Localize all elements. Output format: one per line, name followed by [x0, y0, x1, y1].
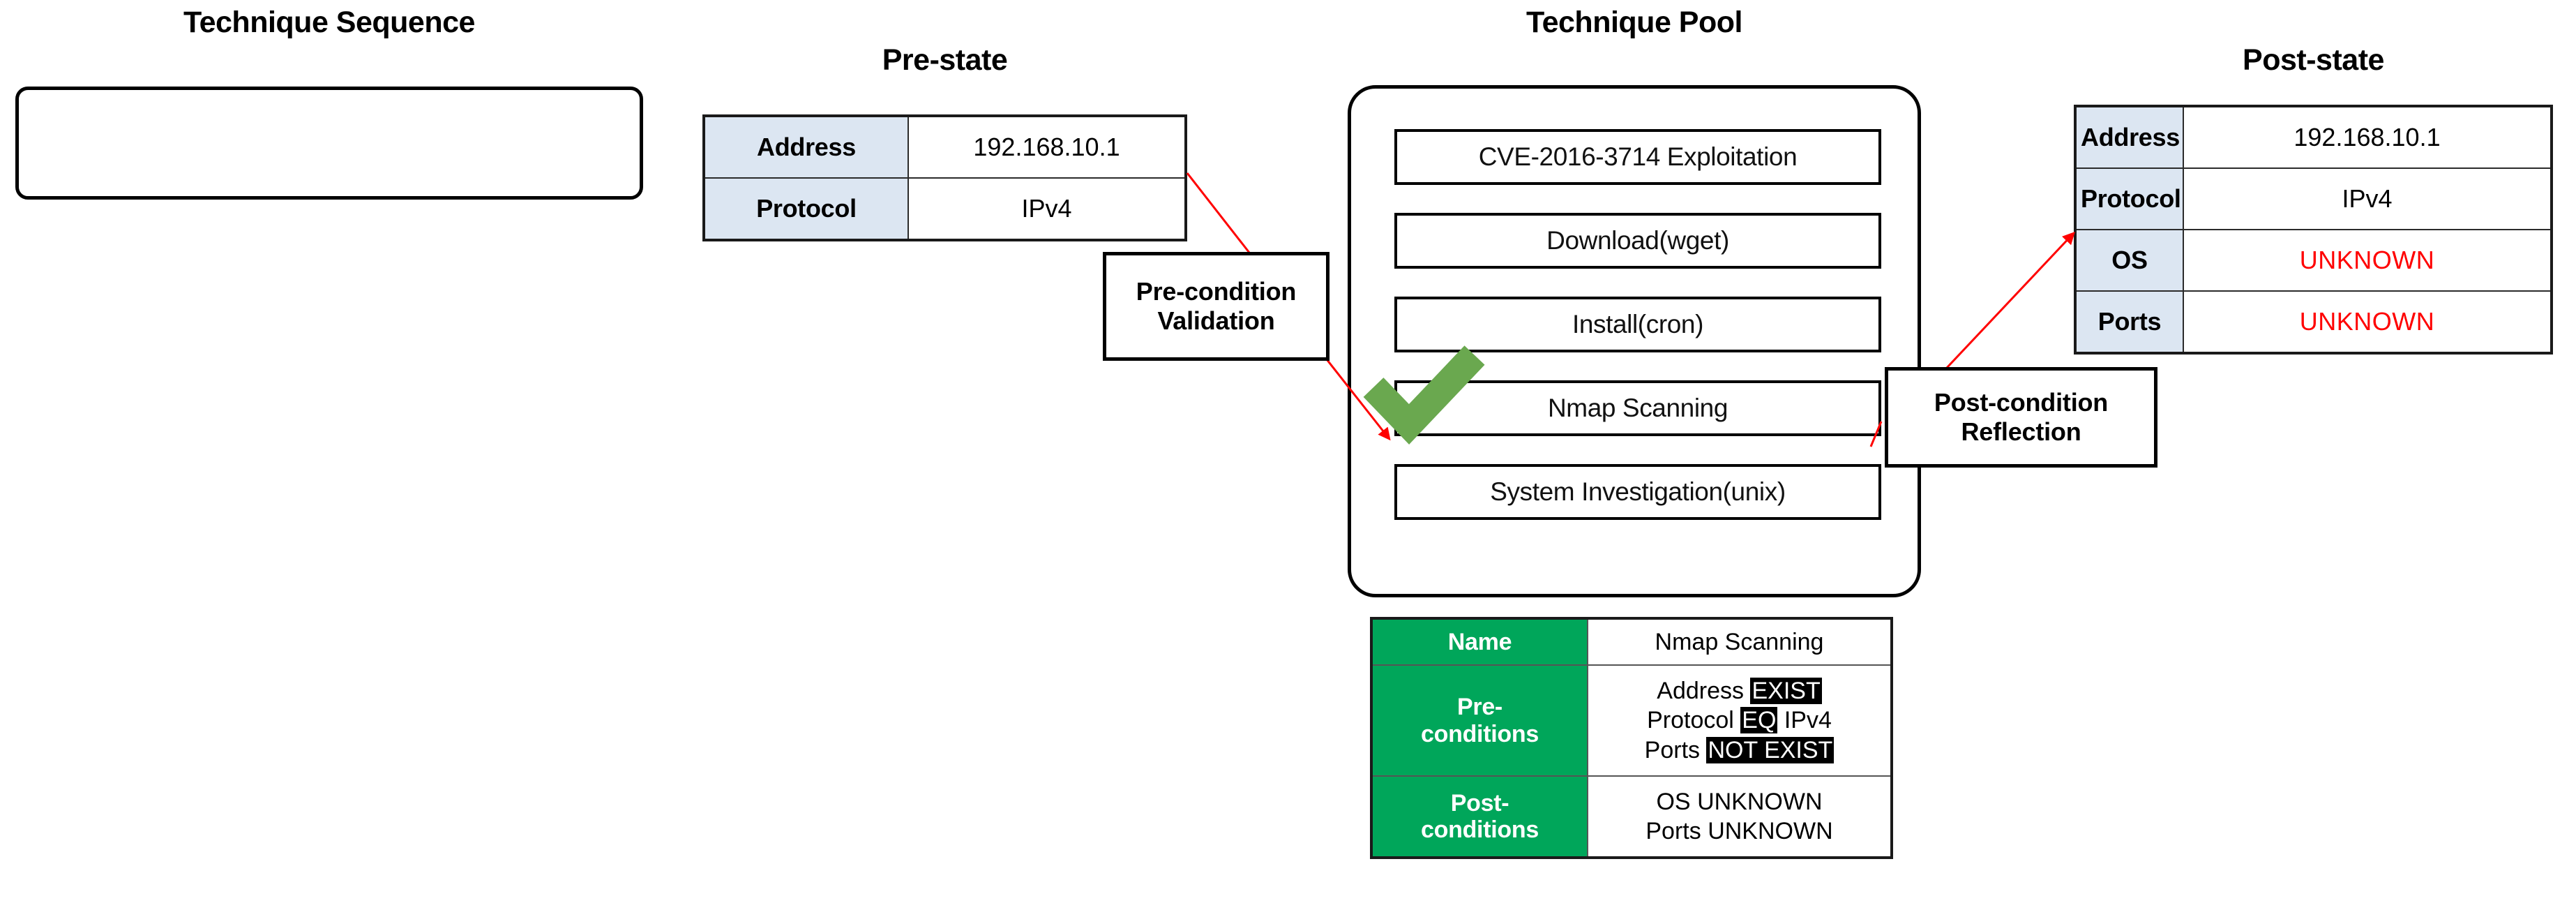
- detail-label-name: Name: [1371, 618, 1588, 666]
- post-state-key-protocol: Protocol: [2074, 167, 2184, 230]
- pre-condition-validation-callout: Pre-condition Validation: [1103, 252, 1330, 361]
- technique-item-nmap-scanning[interactable]: Nmap Scanning: [1394, 380, 1881, 436]
- technique-item-system-investigation[interactable]: System Investigation(unix): [1394, 464, 1881, 520]
- post-state-value-address: 192.168.10.1: [2183, 105, 2552, 169]
- post-state-value-os: UNKNOWN: [2183, 229, 2552, 292]
- technique-sequence-title: Technique Sequence: [183, 6, 475, 39]
- technique-pool-title: Technique Pool: [1526, 6, 1742, 39]
- precondition-operator-eq: EQ: [1740, 707, 1778, 734]
- detail-label-postconditions: Post- conditions: [1371, 775, 1588, 858]
- pre-state-value-protocol: IPv4: [907, 177, 1187, 241]
- postcondition-attribute-os: OS: [1656, 788, 1691, 815]
- precondition-operator-exist: EXIST: [1750, 677, 1822, 704]
- technique-detail-table: Name Nmap Scanning Pre- conditions Addre…: [1370, 617, 1893, 859]
- pre-state-table: Address 192.168.10.1 Protocol IPv4: [702, 114, 1187, 241]
- precondition-attribute-ports: Ports: [1644, 736, 1701, 763]
- table-row: Post- conditions OS UNKNOWN Ports UNKNOW…: [1371, 775, 1892, 858]
- pre-state-title: Pre-state: [882, 43, 1008, 77]
- post-state-title: Post-state: [2243, 43, 2384, 77]
- postcondition-operator-unknown: UNKNOWN: [1697, 788, 1823, 815]
- detail-value-preconditions: Address EXIST Protocol EQ IPv4 Ports NOT…: [1587, 664, 1892, 777]
- technique-item-download-wget[interactable]: Download(wget): [1394, 213, 1881, 269]
- pre-state-value-address: 192.168.10.1: [907, 115, 1187, 179]
- technique-item-cve-exploitation[interactable]: CVE-2016-3714 Exploitation: [1394, 129, 1881, 185]
- post-state-key-address: Address: [2074, 105, 2184, 169]
- detail-label-preconditions-line2: conditions: [1421, 720, 1539, 747]
- detail-value-postconditions: OS UNKNOWN Ports UNKNOWN: [1587, 775, 1892, 858]
- technique-item-install-cron[interactable]: Install(cron): [1394, 297, 1881, 352]
- postcondition-row: Ports UNKNOWN: [1591, 816, 1888, 846]
- technique-sequence-container[interactable]: [15, 87, 643, 200]
- post-state-key-ports: Ports: [2074, 290, 2184, 354]
- postcondition-row: OS UNKNOWN: [1591, 787, 1888, 817]
- table-row: Address 192.168.10.1: [2074, 105, 2552, 169]
- post-state-key-os: OS: [2074, 229, 2184, 292]
- pre-condition-validation-line2: Validation: [1157, 306, 1275, 335]
- table-row: Name Nmap Scanning: [1371, 618, 1892, 666]
- table-row: Ports UNKNOWN: [2074, 290, 2552, 354]
- detail-label-preconditions: Pre- conditions: [1371, 664, 1588, 777]
- post-condition-reflection-line2: Reflection: [1961, 417, 2081, 446]
- precondition-attribute-protocol: Protocol: [1647, 707, 1734, 734]
- table-row: Address 192.168.10.1: [703, 115, 1187, 179]
- post-condition-reflection-callout: Post-condition Reflection: [1885, 367, 2157, 468]
- precondition-row: Address EXIST: [1591, 676, 1888, 706]
- pre-state-key-protocol: Protocol: [703, 177, 909, 241]
- pre-state-key-address: Address: [703, 115, 909, 179]
- detail-label-postconditions-line2: conditions: [1421, 816, 1539, 843]
- post-state-value-protocol: IPv4: [2183, 167, 2552, 230]
- post-condition-reflection-line1: Post-condition: [1934, 388, 2109, 417]
- connector-reflection-to-poststate: [1945, 231, 2075, 369]
- precondition-attribute-address: Address: [1657, 677, 1745, 704]
- precondition-row: Ports NOT EXIST: [1591, 736, 1888, 766]
- table-row: Protocol IPv4: [703, 177, 1187, 241]
- table-row: Protocol IPv4: [2074, 167, 2552, 230]
- connector-prestate-to-validation: [1186, 172, 1251, 253]
- pre-condition-validation-line1: Pre-condition: [1136, 277, 1297, 306]
- technique-pool-container: CVE-2016-3714 Exploitation Download(wget…: [1348, 85, 1921, 597]
- detail-label-preconditions-line1: Pre-: [1457, 694, 1502, 721]
- precondition-operator-not-exist: NOT EXIST: [1706, 736, 1835, 763]
- post-state-table: Address 192.168.10.1 Protocol IPv4 OS UN…: [2074, 105, 2553, 355]
- post-state-value-ports: UNKNOWN: [2183, 290, 2552, 354]
- table-row: OS UNKNOWN: [2074, 229, 2552, 292]
- precondition-row: Protocol EQ IPv4: [1591, 706, 1888, 736]
- precondition-value-ipv4: IPv4: [1784, 707, 1832, 734]
- table-row: Pre- conditions Address EXIST Protocol E…: [1371, 664, 1892, 777]
- detail-value-name: Nmap Scanning: [1587, 618, 1892, 666]
- postcondition-operator-unknown: UNKNOWN: [1708, 818, 1833, 844]
- detail-label-postconditions-line1: Post-: [1450, 789, 1509, 816]
- postcondition-attribute-ports: Ports: [1645, 818, 1701, 844]
